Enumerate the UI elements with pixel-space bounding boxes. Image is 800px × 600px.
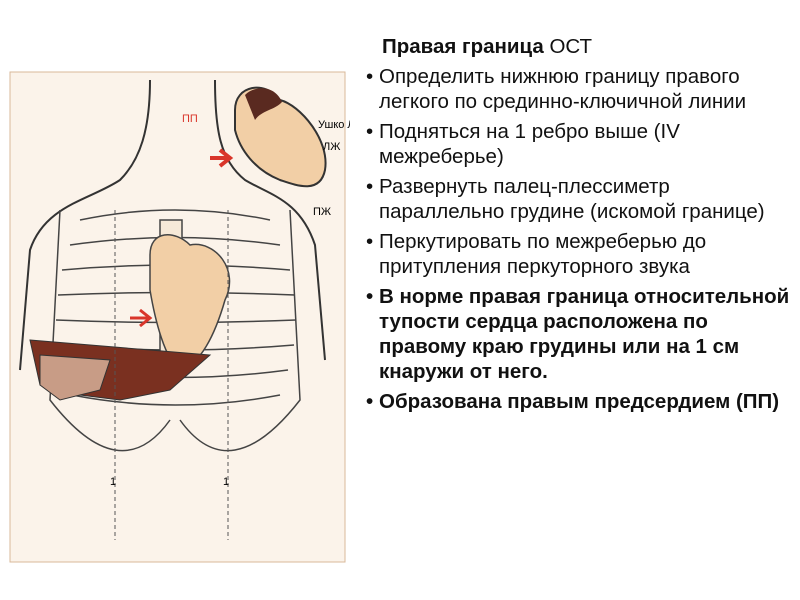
bullet-item: • Перкутировать по межреберью до притупл… [366, 229, 796, 279]
label-pzh: ПЖ [313, 206, 331, 218]
title-rest: ОСТ [543, 35, 593, 58]
bullet-item: • Подняться на 1 ребро выше (IV межребер… [366, 119, 796, 169]
lung-base [39, 354, 111, 401]
bullet-text: В норме правая граница относительной туп… [379, 285, 790, 383]
bullet-mark: • [366, 65, 374, 88]
bullet-item-norm: • В норме правая граница относительной т… [366, 284, 796, 384]
bullet-text: Подняться на 1 ребро выше (IV межреберье… [379, 120, 680, 168]
bullet-text: Перкутировать по межреберью до притуплен… [379, 230, 707, 278]
body-outline [19, 79, 326, 371]
slide-title: Правая граница ОСТ [382, 34, 796, 59]
bullet-mark: • [366, 285, 374, 308]
heart-inset: ПП Ушко ЛП ЛЖ ПЖ [182, 86, 350, 218]
bullet-text: Определить нижнюю границу правого легког… [379, 65, 747, 113]
bullet-item: • Определить нижнюю границу правого легк… [366, 64, 796, 114]
label-ushko-lp: Ушко ЛП [318, 119, 350, 131]
label-pp: ПП [182, 113, 198, 125]
bullet-text: Образована правым предсердием (ПП) [379, 390, 780, 413]
inset-arrow [210, 148, 234, 168]
label-lzh: ЛЖ [323, 141, 340, 153]
inset-heart-dark-part [245, 88, 282, 120]
text-panel: Правая граница ОСТ • Определить нижнюю г… [366, 34, 796, 419]
line-label-right: 1 [223, 476, 229, 488]
bullet-mark: • [366, 175, 374, 198]
chest-anatomy-figure: 1 1 ПП Ушко ЛП ЛЖ ПЖ [9, 71, 350, 563]
line-label-left: 1 [110, 476, 116, 488]
bullet-mark: • [366, 230, 374, 253]
title-bold: Правая граница [382, 35, 544, 58]
heart-shape [149, 234, 231, 371]
bullet-mark: • [366, 120, 374, 143]
bullet-text: Развернуть палец-плессиметр параллельно … [379, 175, 765, 223]
percussion-arrow [130, 308, 153, 328]
bullet-item: • Развернуть палец-плессиметр параллельн… [366, 174, 796, 224]
bullet-mark: • [366, 390, 374, 413]
bullet-item-formed: • Образована правым предсердием (ПП) [366, 389, 796, 414]
